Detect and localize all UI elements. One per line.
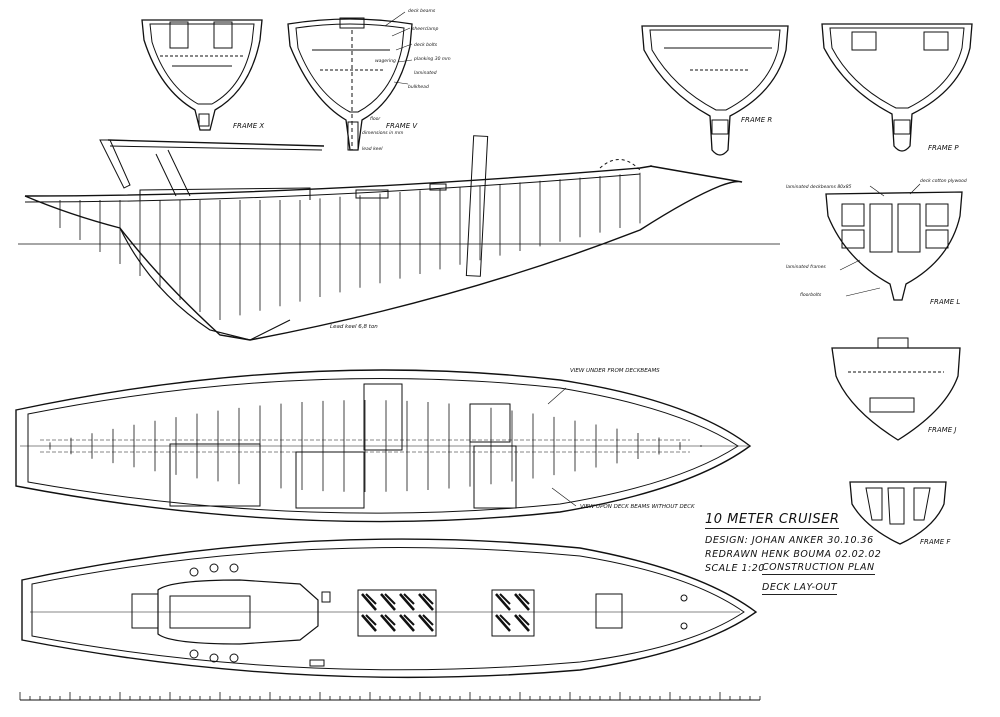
frame-j-label: FRAME J: [928, 426, 956, 434]
svg-text:deck cotton plywood: deck cotton plywood: [920, 178, 967, 184]
frame-x-section: FRAME X: [141, 19, 264, 131]
svg-text:dimensions in mm: dimensions in mm: [362, 130, 404, 136]
svg-text:sheerclamp: sheerclamp: [412, 26, 438, 32]
svg-text:deck beams: deck beams: [408, 8, 436, 14]
construction-plan: VIEW UNDER FROM DECKBEAMS VIEW UPON DECK…: [15, 368, 752, 523]
redrawn-credit: REDRAWN HENK BOUMA 02.02.02: [705, 549, 882, 560]
svg-text:wagering: wagering: [375, 58, 396, 64]
frame-f-label: FRAME F: [920, 538, 951, 546]
svg-text:deck bolts: deck bolts: [414, 42, 438, 48]
svg-text:floorbolts: floorbolts: [800, 292, 822, 298]
design-credit: DESIGN: JOHAN ANKER 30.10.36: [705, 535, 874, 546]
view-under-note: VIEW UNDER FROM DECKBEAMS: [570, 368, 660, 374]
svg-text:lead keel: lead keel: [362, 146, 383, 152]
frame-p-section: FRAME P: [821, 23, 973, 152]
title-block: 10 METER CRUISER DESIGN: JOHAN ANKER 30.…: [705, 512, 881, 574]
frame-v-label: FRAME V: [386, 122, 418, 130]
frame-l-label: FRAME L: [930, 298, 960, 306]
frame-x-label: FRAME X: [233, 122, 264, 130]
lead-keel-note: Lead keel 6,8 ton: [330, 324, 378, 330]
svg-text:floor: floor: [370, 116, 381, 122]
frame-r-section: FRAME R: [641, 25, 789, 156]
scale-bar: [19, 692, 761, 701]
plan-titles: CONSTRUCTION PLAN DECK LAY-OUT: [762, 562, 875, 595]
svg-text:bulkhead: bulkhead: [408, 84, 429, 90]
svg-text:laminated: laminated: [414, 70, 437, 76]
svg-text:laminated deckbeams 80x85: laminated deckbeams 80x85: [786, 184, 852, 190]
svg-text:planking 30 mm: planking 30 mm: [413, 56, 451, 62]
frame-f-section: FRAME F: [849, 481, 951, 546]
scale-label: SCALE 1:20: [705, 563, 765, 574]
frame-l-section: laminated deckbeams 80x85 deck cotton pl…: [786, 178, 967, 306]
drawing-title: 10 METER CRUISER: [705, 512, 840, 529]
deck-layout: [21, 538, 758, 679]
hull-profile: Lead keel 6,8 ton: [18, 135, 780, 341]
frame-p-label: FRAME P: [928, 144, 959, 152]
frame-v-section: deck beams sheerclamp deck bolts plankin…: [287, 8, 451, 152]
deck-layout-title: DECK LAY-OUT: [762, 582, 838, 595]
frame-j-section: FRAME J: [831, 337, 961, 441]
frame-r-label: FRAME R: [741, 116, 772, 124]
svg-text:laminated frames: laminated frames: [786, 264, 826, 270]
construction-plan-title: CONSTRUCTION PLAN: [762, 562, 875, 575]
view-upon-note: VIEW UPON DECK BEAMS WITHOUT DECK: [580, 504, 695, 510]
